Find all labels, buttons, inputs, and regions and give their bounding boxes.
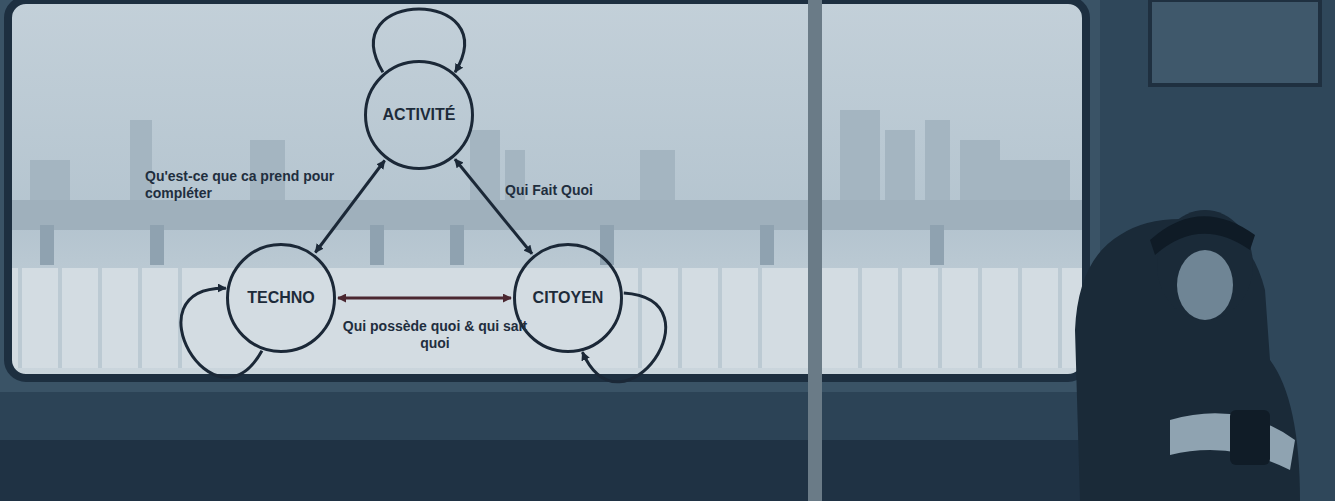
concept-circle: ACTIVITÉ: [364, 60, 474, 170]
node-label: CITOYEN: [533, 289, 604, 307]
relation-arrow: [455, 159, 532, 254]
concept-circle: CITOYEN: [513, 243, 623, 353]
node-label: ACTIVITÉ: [383, 106, 456, 124]
edge-label: Qu'est-ce que ca prend pour compléter: [145, 168, 335, 202]
edge-label: Qui Fait Quoi: [505, 182, 645, 199]
edge-label: Qui possède quoi & qui sait quoi: [340, 318, 530, 352]
node-label: TECHNO: [247, 289, 315, 307]
relation-arrow: [338, 297, 511, 300]
concept-circle: TECHNO: [226, 243, 336, 353]
self-loop-arrow: [582, 293, 665, 382]
